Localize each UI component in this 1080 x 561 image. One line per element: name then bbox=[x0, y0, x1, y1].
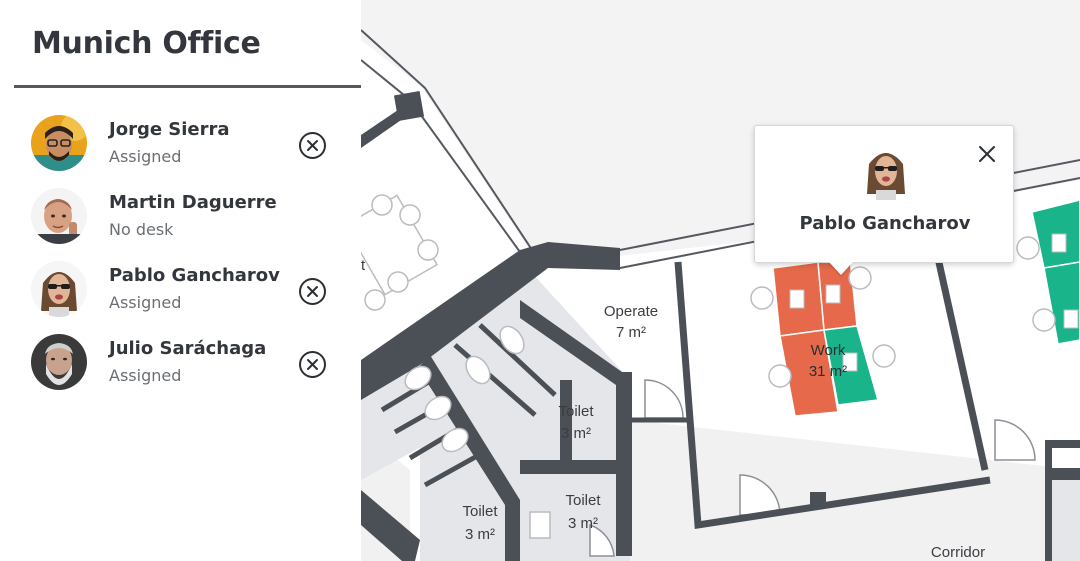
popup-pointer bbox=[829, 262, 853, 275]
person-status: Assigned bbox=[109, 293, 182, 312]
room-label-operate: Operate bbox=[604, 303, 658, 320]
avatar bbox=[31, 115, 87, 171]
person-name: Martin Daguerre bbox=[109, 192, 277, 213]
people-sidebar: Munich Office Jorge Sierra Assigned bbox=[0, 0, 361, 561]
desk-cluster-right[interactable] bbox=[1016, 199, 1080, 345]
desk-assigned[interactable] bbox=[779, 329, 839, 417]
person-status: Assigned bbox=[109, 366, 182, 385]
room-label-toilet: Toilet bbox=[565, 492, 601, 509]
room-label-work: Work bbox=[811, 342, 846, 359]
room-label-toilet: Toilet bbox=[462, 503, 498, 520]
close-icon bbox=[979, 146, 995, 162]
person-row-julio-sarachaga[interactable]: Julio Saráchaga Assigned bbox=[0, 334, 361, 404]
remove-assignment-button[interactable] bbox=[298, 131, 327, 160]
person-status: Assigned bbox=[109, 147, 182, 166]
person-name: Julio Saráchaga bbox=[109, 338, 267, 359]
person-row-pablo-gancharov[interactable]: Pablo Gancharov Assigned bbox=[0, 261, 361, 331]
room-area-operate: 7 m² bbox=[616, 324, 646, 341]
office-title: Munich Office bbox=[32, 26, 261, 61]
desk-group-left bbox=[361, 194, 439, 311]
title-divider bbox=[14, 85, 361, 88]
toilet-block bbox=[420, 260, 630, 561]
close-popup-button[interactable] bbox=[976, 143, 998, 165]
person-name: Pablo Gancharov bbox=[109, 265, 280, 286]
room-label-partial: t bbox=[361, 257, 366, 274]
avatar bbox=[31, 334, 87, 390]
room-area-toilet: 3 m² bbox=[465, 526, 495, 543]
floor-plan-map[interactable]: Operate 7 m² Work 31 m² Toilet 3 m² Toil… bbox=[361, 0, 1080, 561]
remove-assignment-button[interactable] bbox=[298, 277, 327, 306]
room-label-toilet: Toilet bbox=[558, 403, 594, 420]
person-status: No desk bbox=[109, 220, 174, 239]
person-popup: Pablo Gancharov bbox=[754, 125, 1014, 275]
person-row-martin-daguerre[interactable]: Martin Daguerre No desk bbox=[0, 188, 361, 258]
room-area-work: 31 m² bbox=[809, 363, 847, 380]
avatar bbox=[31, 188, 87, 244]
remove-assignment-button[interactable] bbox=[298, 350, 327, 379]
popup-avatar bbox=[861, 144, 911, 200]
room-label-corridor: Corridor bbox=[931, 544, 985, 561]
office-wall bbox=[674, 261, 991, 530]
close-circle-icon bbox=[299, 278, 326, 305]
close-circle-icon bbox=[299, 132, 326, 159]
close-circle-icon bbox=[299, 351, 326, 378]
room-area-toilet: 3 m² bbox=[568, 515, 598, 532]
person-row-jorge-sierra[interactable]: Jorge Sierra Assigned bbox=[0, 115, 361, 185]
pillar bbox=[393, 90, 425, 122]
popup-person-name: Pablo Gancharov bbox=[799, 213, 971, 234]
toilet-fixture bbox=[499, 325, 525, 355]
room-area-toilet: 3 m² bbox=[561, 425, 591, 442]
facade-wall bbox=[361, 29, 541, 263]
corridor-floor bbox=[630, 420, 1080, 561]
person-name: Jorge Sierra bbox=[109, 119, 230, 140]
avatar bbox=[31, 261, 87, 317]
